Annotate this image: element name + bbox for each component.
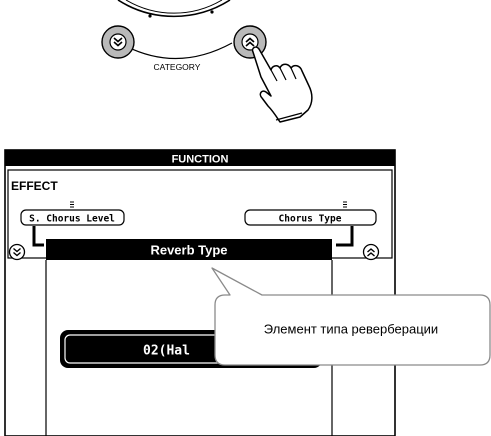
display-header: FUNCTION [172, 154, 229, 166]
section-label: EFFECT [11, 179, 58, 193]
value-text: 02(Hal [143, 344, 190, 359]
category-up-button[interactable] [233, 25, 267, 59]
callout: Элемент типа реверберации [211, 267, 491, 366]
dial-dot [148, 14, 152, 18]
callout-text: Элемент типа реверберации [264, 322, 438, 337]
left-item-box [20, 209, 125, 226]
dial-base-arc [119, 42, 233, 60]
callout-bubble [211, 267, 491, 366]
double-chevron-down-icon [113, 37, 123, 47]
right-bracket [336, 226, 354, 247]
right-item-label: Chorus Type [279, 214, 342, 225]
dial-inner-arc [125, 0, 223, 14]
title-bar [46, 239, 332, 260]
right-item-marker [343, 201, 347, 208]
display-panel: FUNCTION EFFECT S. Chorus Level Chorus T… [4, 149, 396, 436]
pointing-hand-icon [251, 46, 313, 123]
left-bracket [32, 226, 44, 247]
display-header-bar [5, 150, 395, 166]
double-chevron-up-icon [362, 243, 380, 261]
left-item-label: S. Chorus Level [29, 214, 115, 225]
double-chevron-down-icon [8, 243, 26, 261]
dial-panel [117, 0, 233, 60]
left-item-marker [70, 201, 74, 208]
double-chevron-up-icon [245, 37, 255, 47]
category-down-button[interactable] [101, 25, 135, 59]
dial-outer-arc [117, 0, 231, 18]
dial-dot [210, 10, 214, 14]
right-item-box [244, 209, 377, 226]
title-bar-label: Reverb Type [150, 243, 227, 258]
category-label: CATEGORY [154, 62, 201, 72]
